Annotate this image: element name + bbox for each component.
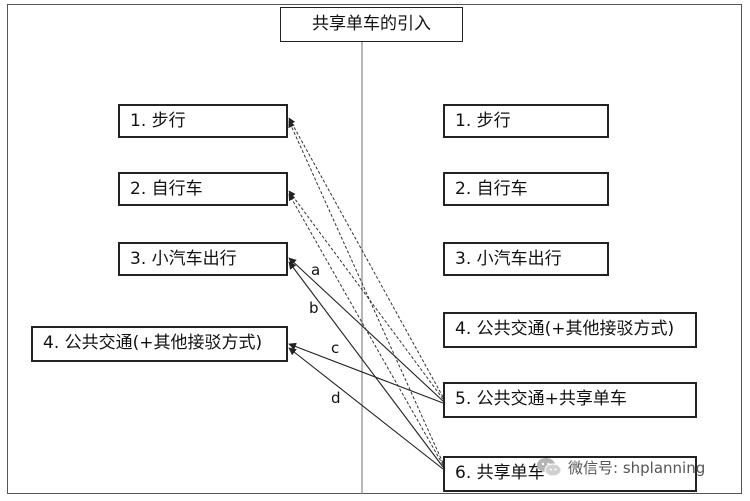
right-box-walk: 1. 步行 (443, 104, 609, 138)
edge-label-b: b (309, 299, 319, 317)
left-box-transit: 4. 公共交通(+其他接驳方式) (31, 326, 288, 362)
arrow-5-to-walk (288, 117, 444, 398)
arrow-d (288, 347, 444, 470)
edge-label-a: a (311, 261, 321, 279)
arrow-b (288, 261, 444, 468)
right-box-car: 3. 小汽车出行 (443, 242, 609, 276)
right-box-transit-bikeshare: 5. 公共交通+共享单车 (443, 382, 697, 418)
right-box-transit: 4. 公共交通(+其他接驳方式) (443, 312, 697, 348)
arrow-a (288, 257, 444, 402)
watermark-text: 微信号: shplanning (568, 458, 706, 477)
arrow-6-to-walk (288, 120, 444, 464)
wechat-icon (537, 458, 562, 477)
left-box-walk: 1. 步行 (118, 104, 288, 138)
diagram-title: 共享单车的引入 (280, 7, 463, 42)
left-box-bike: 2. 自行车 (118, 172, 288, 206)
right-box-bike: 2. 自行车 (443, 172, 609, 206)
right-box-bikeshare: 6. 共享单车 (443, 456, 697, 492)
edge-label-c: c (331, 339, 340, 357)
left-box-car: 3. 小汽车出行 (118, 242, 288, 276)
edge-label-d: d (331, 389, 341, 407)
watermark: 微信号: shplanning (536, 456, 705, 478)
arrow-c (288, 342, 444, 404)
arrow-5-to-bike (288, 190, 444, 400)
